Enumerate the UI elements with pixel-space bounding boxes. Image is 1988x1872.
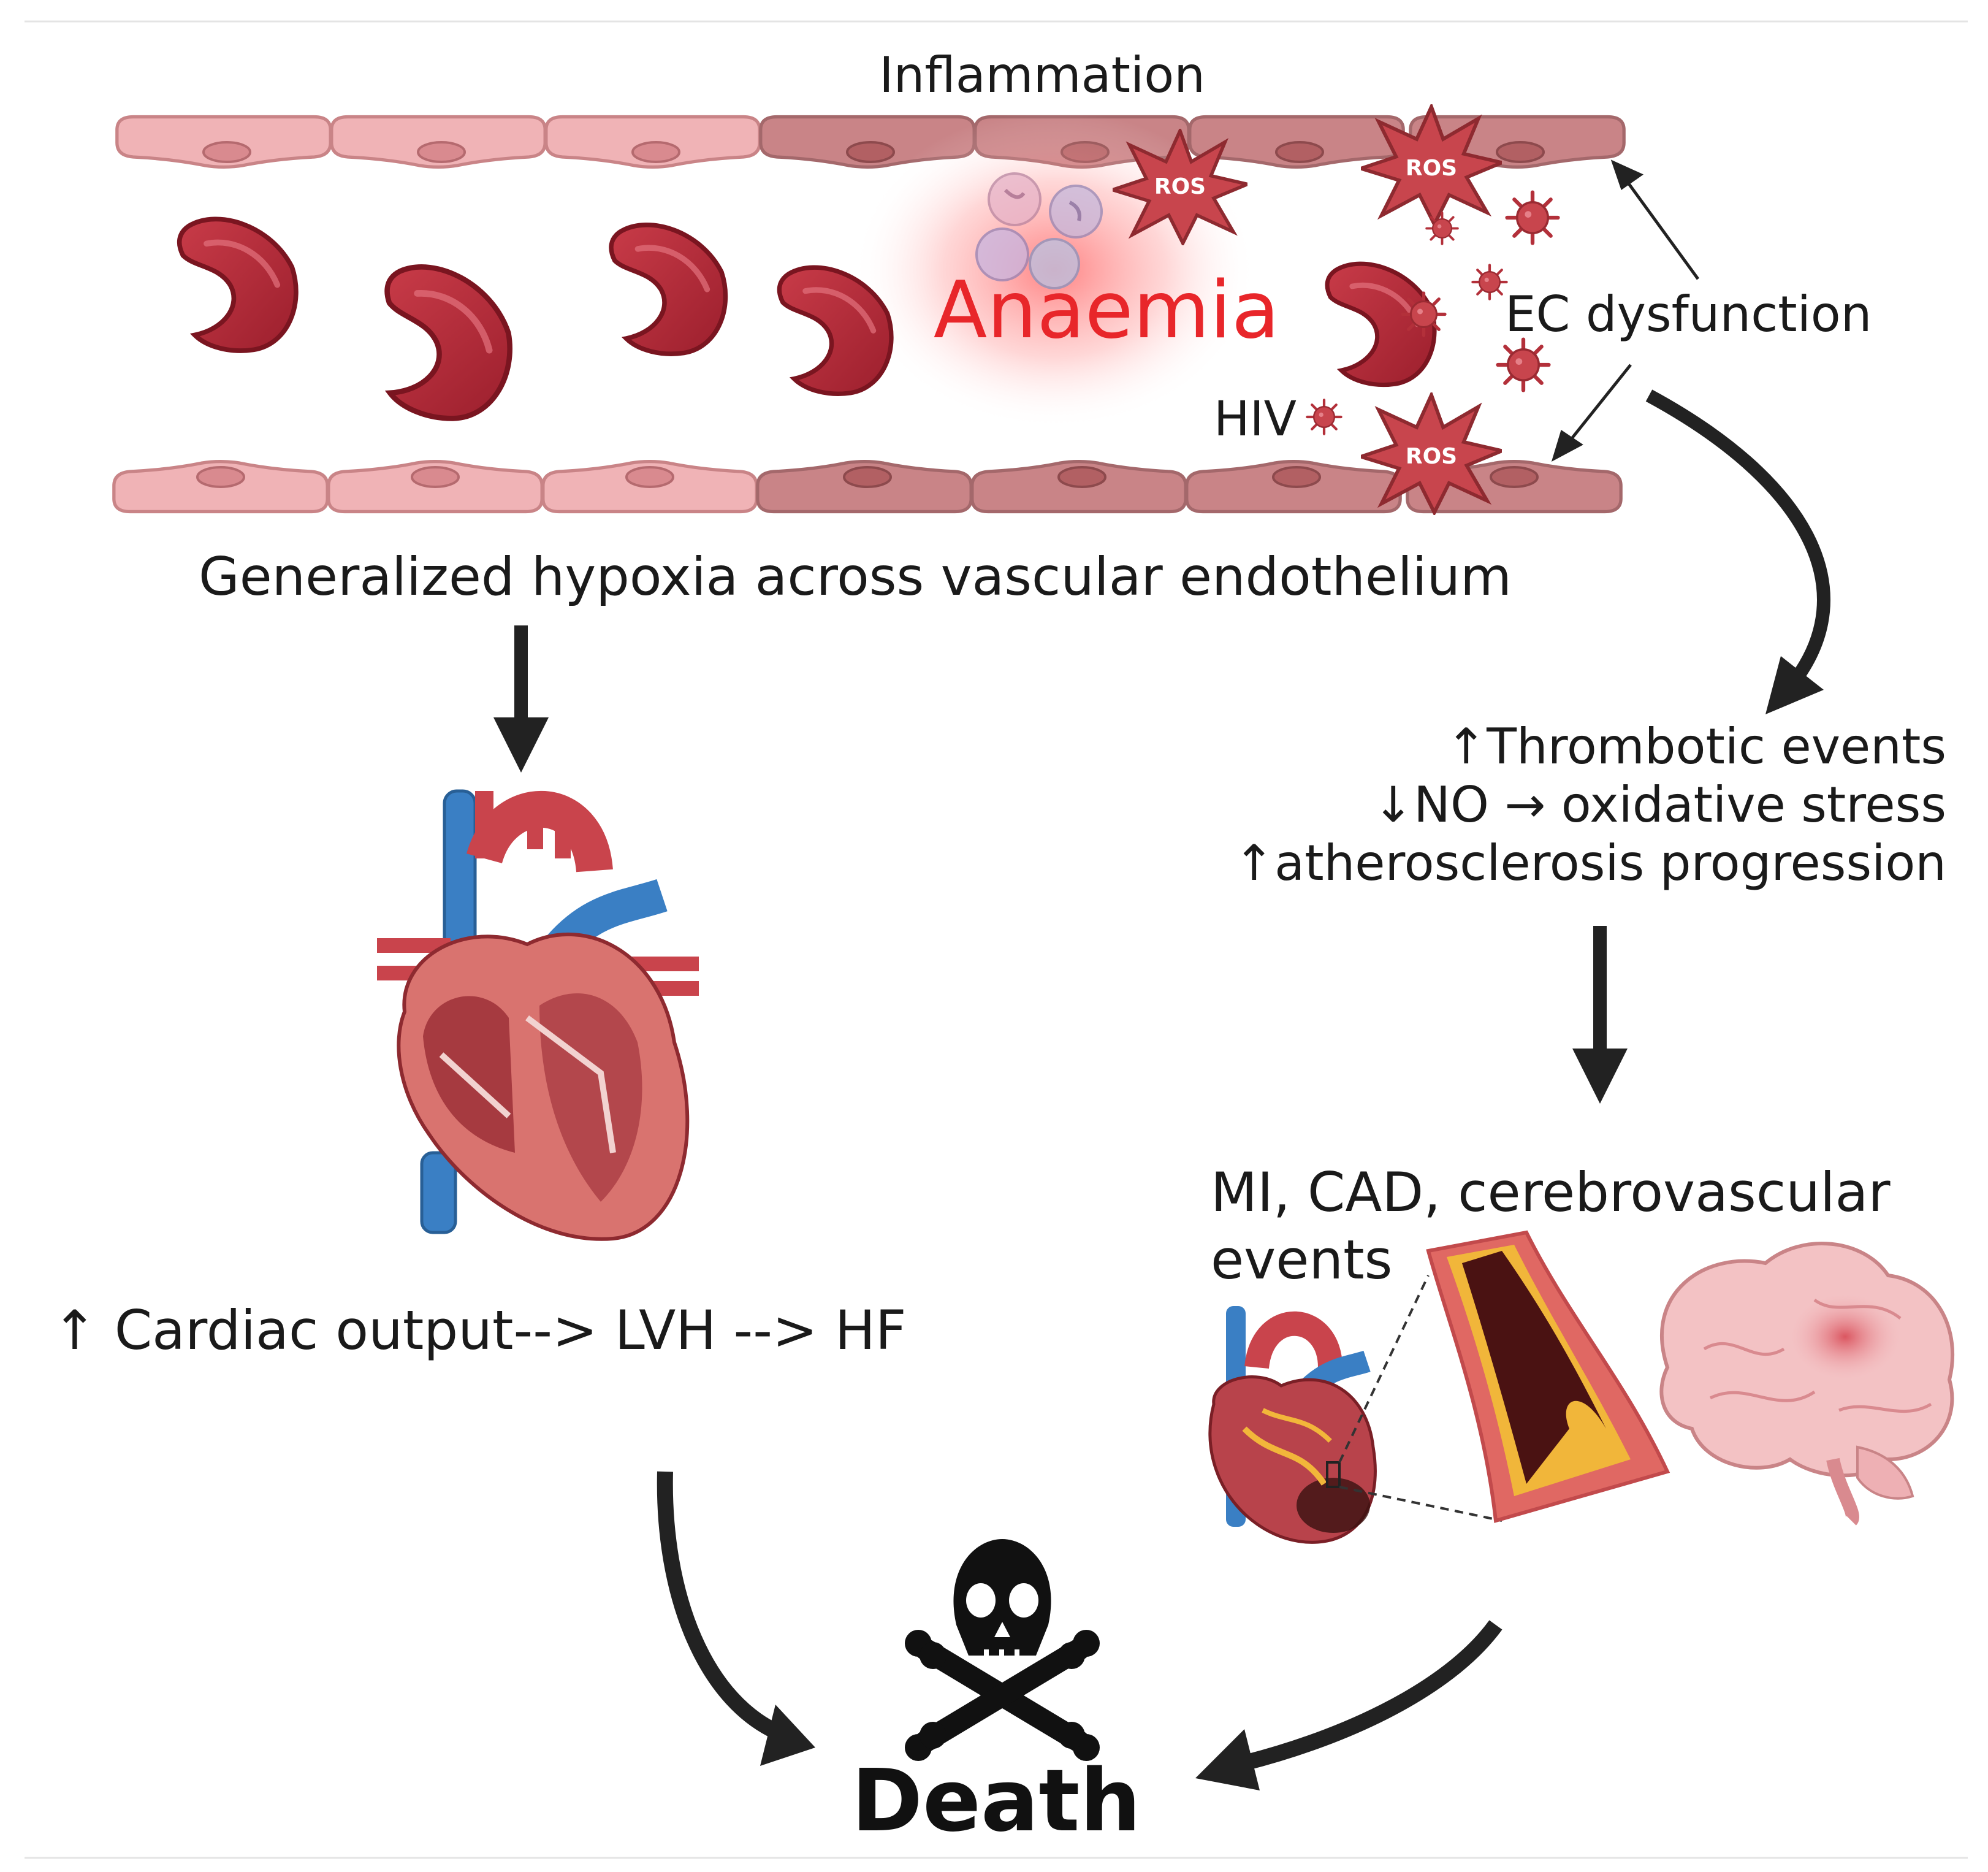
thrombotic-events-label: ↑Thrombotic events: [1445, 718, 1946, 775]
curved-arrow-right: [1645, 389, 1830, 714]
infarct-heart-icon: [1208, 1306, 1377, 1544]
death-label: Death: [851, 1751, 1141, 1851]
atherosclerosis-label: ↑atherosclerosis progression: [1233, 835, 1946, 892]
atherosclerotic-artery-icon: [1426, 1230, 1670, 1523]
ros-label: ROS: [1154, 174, 1206, 199]
no-oxidative-stress-label: ↓NO → oxidative stress: [1373, 776, 1946, 833]
arrow-down-right: [1572, 926, 1628, 1104]
virus-icon: [1507, 193, 1558, 243]
skull-crossbones-icon: [905, 1539, 1100, 1761]
blood-vessel: ROS ROS ROS: [114, 107, 1624, 513]
hypoxia-label: Generalized hypoxia across vascular endo…: [199, 546, 1512, 608]
mi-cad-label-line1: MI, CAD, cerebrovascular: [1211, 1161, 1891, 1224]
hiv-label: HIV: [1214, 392, 1297, 447]
zoom-lines: [1338, 1275, 1502, 1522]
virus-icon: [1403, 293, 1445, 335]
virus-icon: [1307, 400, 1341, 434]
leukocyte-icon: [1029, 238, 1080, 289]
rbc-icon: [611, 225, 725, 354]
arrow-left-to-death: [657, 1471, 815, 1766]
arrow-down-left: [493, 625, 549, 773]
rbc-icon: [370, 262, 520, 426]
ec-dysfunction-label: EC dysfunction: [1505, 286, 1872, 343]
leukocytes: [975, 172, 1103, 289]
leukocyte-icon: [988, 172, 1042, 226]
leukocyte-icon: [975, 227, 1029, 281]
endothelium-top: [117, 117, 1624, 167]
arrow-right-to-death: [1195, 1620, 1502, 1790]
virus-icon: [1472, 265, 1506, 299]
rbc-icon: [180, 219, 296, 351]
mi-cad-label-line2: events: [1211, 1228, 1392, 1291]
ec-arrows: [1551, 159, 1700, 462]
ros-group: ROS ROS ROS: [1113, 107, 1502, 513]
inflammation-label: Inflammation: [879, 47, 1205, 104]
ros-label: ROS: [1406, 156, 1457, 181]
cardiac-output-label: ↑ Cardiac output--> LVH --> HF: [52, 1299, 906, 1362]
virus-icon: [1425, 212, 1459, 245]
leukocyte-icon: [1049, 185, 1103, 239]
heart-anatomy-icon: [377, 789, 699, 1241]
anaemia-label: Anaemia: [934, 265, 1280, 356]
endothelium-bottom: [114, 462, 1621, 512]
ros-label: ROS: [1406, 444, 1457, 469]
virus-icon: [1498, 340, 1549, 391]
brain-icon: [1659, 1241, 1955, 1526]
